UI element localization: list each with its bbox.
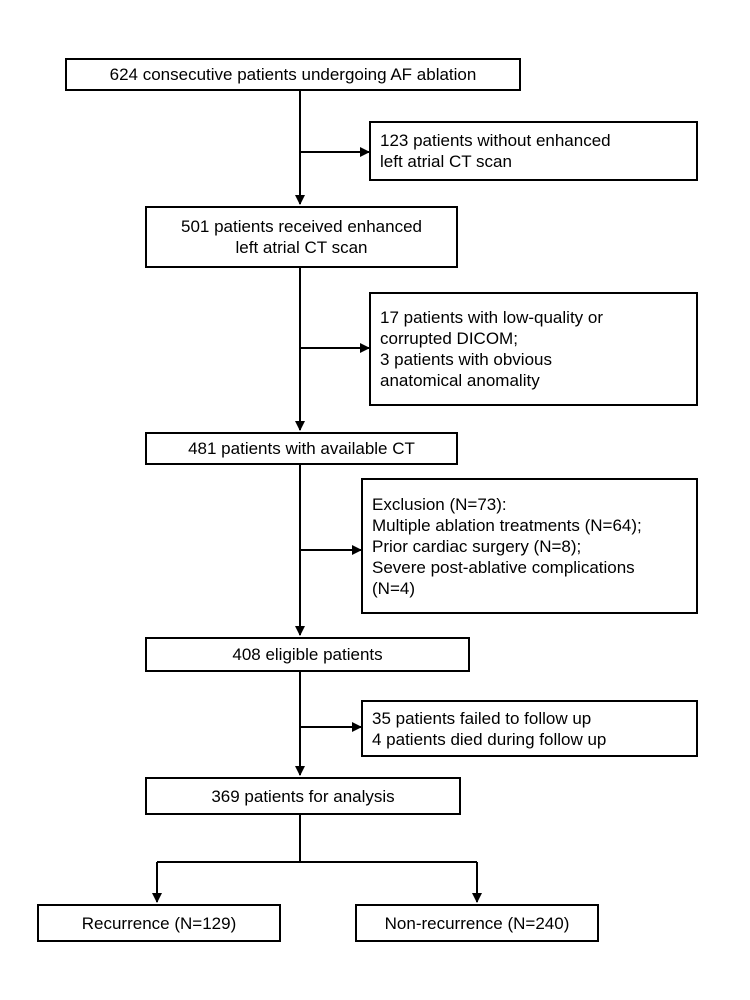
box-text-line: anatomical anomality <box>380 371 540 390</box>
box-text-line: 369 patients for analysis <box>211 786 395 806</box>
box-text-line: (N=4) <box>372 578 415 598</box>
box-text-line: 481 patients with available CT <box>188 439 415 458</box>
box-bad-dicom: 17 patients with low-quality or corrupted… <box>369 292 698 406</box>
box-text-line: 624 consecutive patients undergoing AF a… <box>109 65 477 84</box>
box-text-line: Exclusion (N=73): <box>372 494 507 514</box>
box-text-line: 35 patients failed to follow up <box>372 708 592 728</box>
box-text-line: left atrial CT scan <box>380 152 512 171</box>
box-text-line: Severe post-ablative complications <box>372 557 635 577</box>
box-text-line: 3 patients with obvious <box>380 350 552 369</box>
box-text-line: 408 eligible patients <box>232 645 383 664</box>
box-criteria: Exclusion (N=73):Multiple ablation treat… <box>361 478 698 614</box>
box-with-ct: 501 patients received enhanced left atria… <box>145 206 458 268</box>
box-analysis: 369 patients for analysis <box>145 777 461 815</box>
box-no-ct: 123 patients without enhanced left atrial… <box>369 121 698 181</box>
box-text-line: 501 patients received enhanced <box>180 217 422 236</box>
box-text-line: Prior cardiac surgery (N=8); <box>372 536 582 556</box>
box-text-line: 123 patients without enhanced <box>380 131 611 150</box>
box-text-line: Multiple ablation treatments (N=64); <box>372 515 642 535</box>
box-enrolled: 624 consecutive patients undergoing AF a… <box>65 58 521 91</box>
box-text-line: left atrial CT scan <box>235 238 368 257</box>
box-eligible: 408 eligible patients <box>145 637 470 672</box>
box-non-recurrence: Non-recurrence (N=240) <box>355 904 599 942</box>
box-text-line: 17 patients with low-quality or <box>380 308 604 327</box>
box-available-ct: 481 patients with available CT <box>145 432 458 465</box>
box-text-line: Non-recurrence (N=240) <box>384 913 570 933</box>
box-text-line: 4 patients died during follow up <box>372 729 607 749</box>
box-text-line: corrupted DICOM; <box>380 329 518 348</box>
box-text-line: Recurrence (N=129) <box>81 913 237 933</box>
box-recurrence: Recurrence (N=129) <box>37 904 281 942</box>
